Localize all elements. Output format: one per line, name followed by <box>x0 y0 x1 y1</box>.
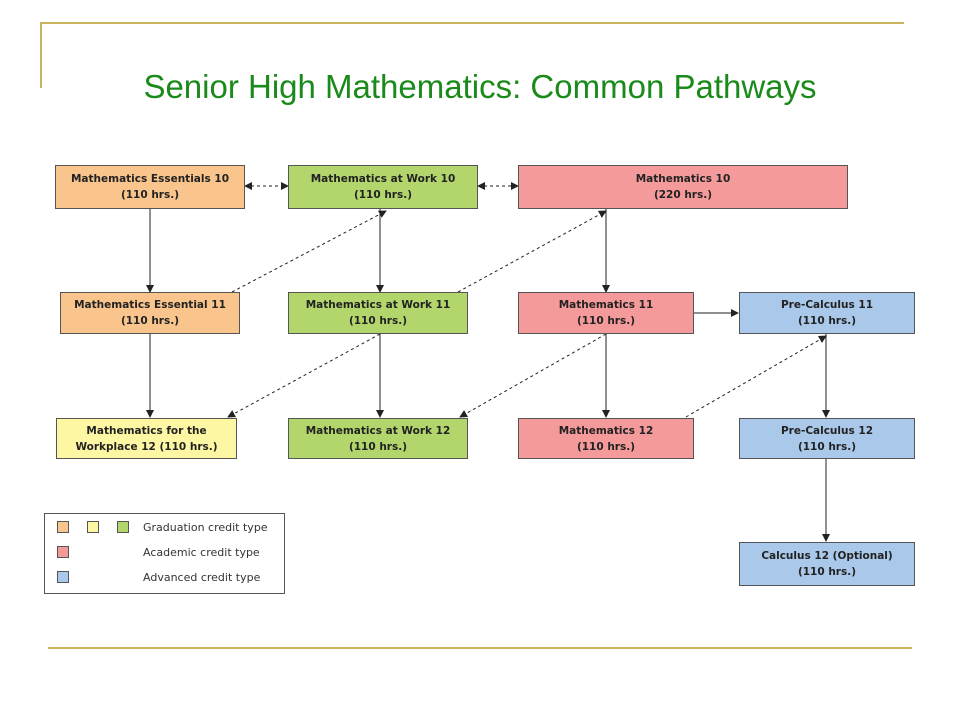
box-line2: (110 hrs.) <box>120 315 180 327</box>
box-line1: Mathematics at Work 12 <box>305 424 451 437</box>
legend: Graduation credit type Academic credit t… <box>44 513 285 594</box>
arrow-work11-to-math10 <box>457 210 607 293</box>
legend-label-academic: Academic credit type <box>143 546 260 559</box>
arrow-work11-to-workplace12 <box>227 333 381 418</box>
legend-label-advanced: Advanced credit type <box>143 571 261 584</box>
box-line1: Mathematics Essentials 10 <box>70 173 229 185</box>
bottom-rule <box>48 647 912 649</box>
box-mathematics-at-work-10: Mathematics at Work 10 (110 hrs.) <box>288 165 478 209</box>
box-line1: Mathematics at Work 11 <box>305 299 451 311</box>
arrow-essential11-to-work10 <box>231 210 387 293</box>
box-pre-calculus-11: Pre-Calculus 11 (110 hrs.) <box>739 292 915 334</box>
box-line2: (110 hrs.) <box>120 189 180 201</box>
box-line1: Pre-Calculus 12 <box>780 424 874 437</box>
legend-swatch-red <box>57 546 69 558</box>
box-mathematics-at-work-11: Mathematics at Work 11 (110 hrs.) <box>288 292 468 334</box>
box-line1: Mathematics 12 <box>558 424 654 437</box>
box-line1: Calculus 12 (Optional) <box>761 550 893 562</box>
box-line2: (110 hrs.) <box>797 315 857 327</box>
box-line1: Pre-Calculus 11 <box>780 299 874 311</box>
box-calculus-12-optional: Calculus 12 (Optional) (110 hrs.) <box>739 542 915 586</box>
box-mathematics-12: Mathematics 12 (110 hrs.) <box>518 418 694 459</box>
box-line2: (110 hrs.) <box>797 566 857 578</box>
top-rule-horizontal <box>40 22 904 24</box>
box-line1: Mathematics for the <box>86 424 207 437</box>
box-line1: Mathematics 10 <box>635 173 731 185</box>
box-mathematics-10: Mathematics 10 (220 hrs.) <box>518 165 848 209</box>
top-rule-vertical <box>40 22 42 88</box>
box-mathematics-essentials-10: Mathematics Essentials 10 (110 hrs.) <box>55 165 245 209</box>
box-line1: Mathematics Essential 11 <box>74 299 226 311</box>
page-title: Senior High Mathematics: Common Pathways <box>143 68 817 105</box>
arrow-math11-to-work12 <box>459 333 607 418</box>
box-line1: Mathematics 11 <box>558 299 654 311</box>
box-mathematics-at-work-12: Mathematics at Work 12 (110 hrs.) <box>288 418 468 459</box>
box-line2: (110 hrs.) <box>576 315 636 327</box>
legend-label-graduation: Graduation credit type <box>143 521 268 534</box>
box-mathematics-essential-11: Mathematics Essential 11 (110 hrs.) <box>60 292 240 334</box>
legend-swatch-yellow <box>87 521 99 533</box>
legend-swatch-green <box>117 521 129 533</box>
arrow-math12-to-precalc11 <box>685 335 827 418</box>
box-line1: Mathematics at Work 10 <box>310 173 456 185</box>
box-mathematics-11: Mathematics 11 (110 hrs.) <box>518 292 694 334</box>
legend-swatch-blue <box>57 571 69 583</box>
box-line2: (110 hrs.) <box>348 315 408 327</box>
box-line2: (110 hrs.) <box>353 189 413 201</box>
legend-swatch-orange <box>57 521 69 533</box>
box-mathematics-for-the-workplace-12: Mathematics for the Workplace 12 (110 hr… <box>56 418 237 459</box>
box-line2: (110 hrs.) <box>348 440 408 453</box>
box-pre-calculus-12: Pre-Calculus 12 (110 hrs.) <box>739 418 915 459</box>
box-line2: (220 hrs.) <box>653 189 713 201</box>
box-line2: Workplace 12 (110 hrs.) <box>75 440 218 453</box>
box-line2: (110 hrs.) <box>797 440 857 453</box>
box-line2: (110 hrs.) <box>576 440 636 453</box>
